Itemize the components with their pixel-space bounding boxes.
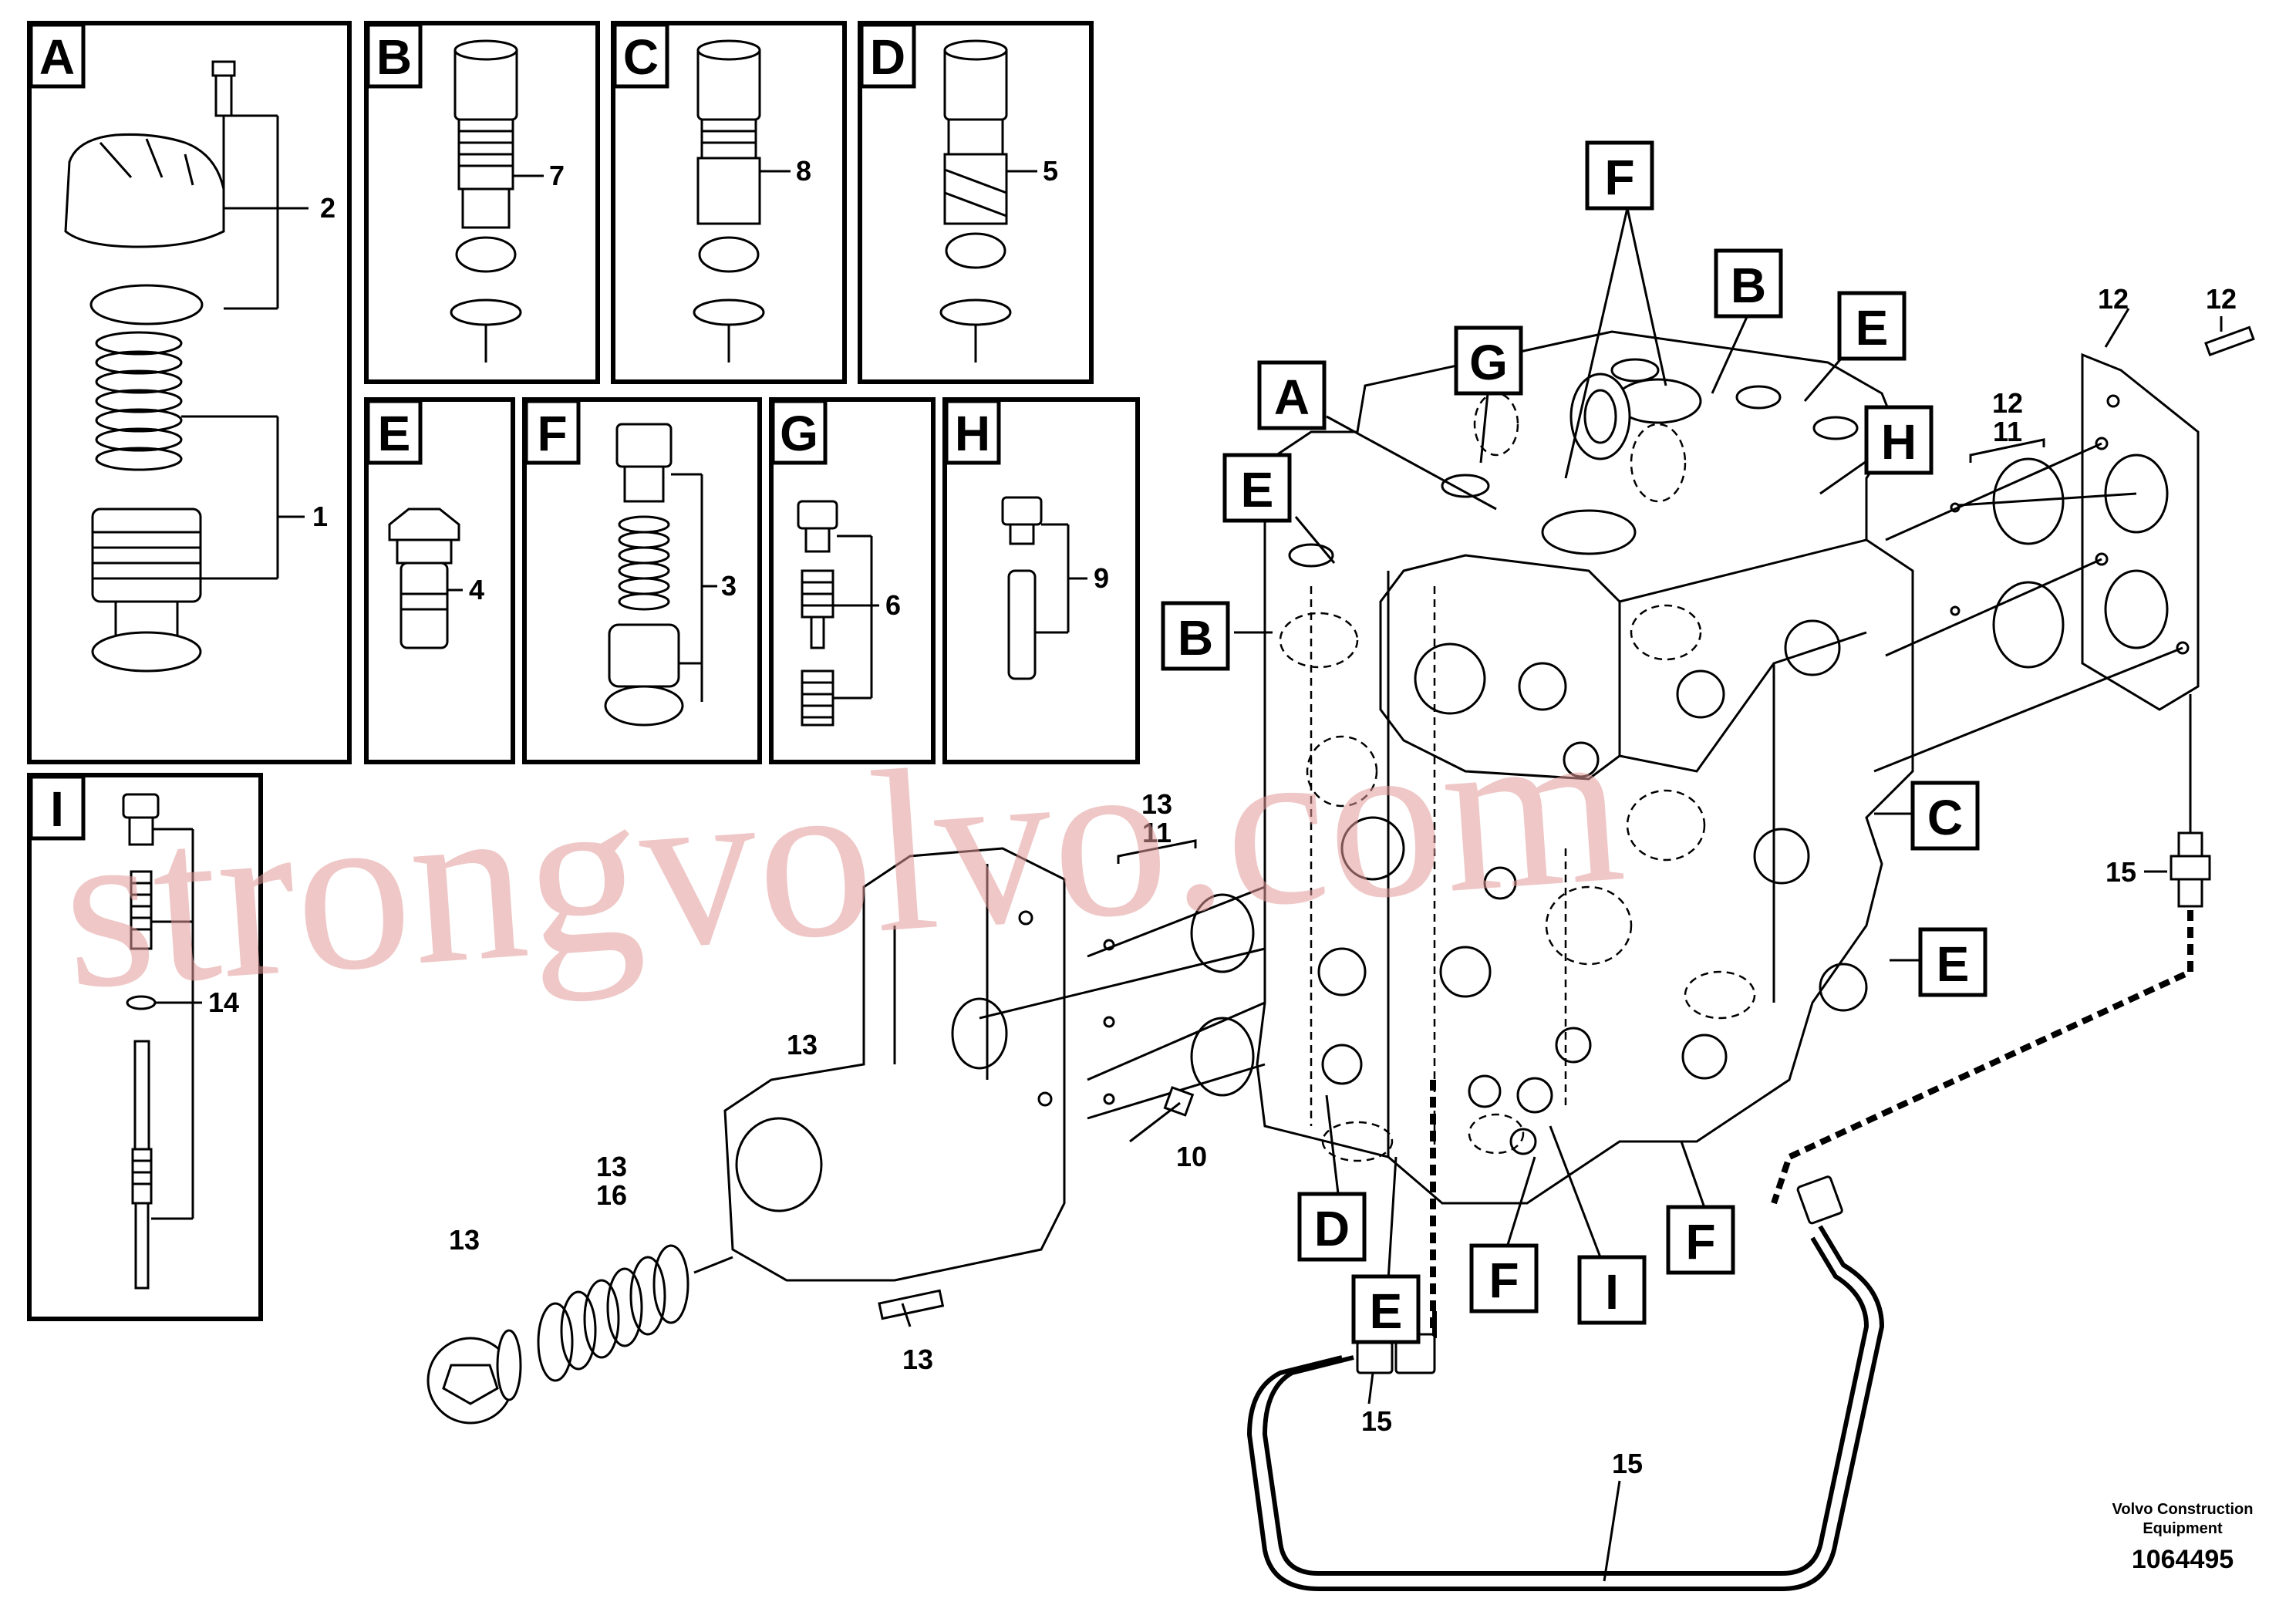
num-13-gasket: 13 xyxy=(1141,788,1172,820)
num-12-bolt: 12 xyxy=(2206,283,2237,315)
main-tag-c: C xyxy=(1927,790,1963,845)
num-15-right-fitting: 15 xyxy=(2106,856,2136,888)
num-13-spring: 13 xyxy=(596,1151,627,1182)
main-tag-e-right: E xyxy=(1937,936,1970,992)
main-tag-i: I xyxy=(1605,1264,1619,1320)
panel-a: A 2 1 xyxy=(27,21,352,764)
panel-i-num-14: 14 xyxy=(208,986,239,1018)
num-12-plate: 12 xyxy=(2098,283,2129,315)
main-tag-f-bottom-right: F xyxy=(1685,1214,1715,1270)
panel-g-num-6: 6 xyxy=(885,589,901,621)
num-12-gasket: 12 xyxy=(1992,387,2023,419)
panel-a-num-1: 1 xyxy=(312,501,328,532)
panel-a-num-2: 2 xyxy=(320,192,335,224)
drawing-number: 1064495 xyxy=(2132,1545,2234,1574)
main-tag-f-bottom-left: F xyxy=(1489,1253,1519,1308)
panel-c-tag: C xyxy=(623,29,659,85)
panel-i: I 14 xyxy=(27,773,263,1321)
panel-g-tag: G xyxy=(780,406,818,461)
main-tag-h: H xyxy=(1881,414,1917,470)
footer-company-line2: Equipment xyxy=(2143,1520,2223,1537)
num-16: 16 xyxy=(596,1179,627,1211)
panel-b-tag: B xyxy=(376,29,412,85)
panel-e-tag: E xyxy=(378,406,411,461)
panel-b: B 7 xyxy=(364,21,600,384)
panel-d: D 5 xyxy=(858,21,1094,384)
panel-f-tag: F xyxy=(537,406,567,461)
panel-h-num-9: 9 xyxy=(1094,562,1109,594)
num-15-left-fitting: 15 xyxy=(1361,1405,1392,1437)
leader-lines xyxy=(901,207,2223,1582)
panel-f: F 3 xyxy=(522,397,762,764)
main-tag-e-top: E xyxy=(1856,300,1889,356)
panel-e-num-4: 4 xyxy=(469,574,484,605)
panel-a-tag: A xyxy=(39,29,75,85)
num-10: 10 xyxy=(1176,1141,1207,1172)
panel-d-tag: D xyxy=(870,29,905,85)
num-15-hose: 15 xyxy=(1612,1448,1643,1479)
main-tag-d: D xyxy=(1314,1201,1350,1256)
num-13-bolt: 13 xyxy=(902,1344,933,1375)
num-11-left: 11 xyxy=(1142,817,1172,848)
main-tag-e-bottom: E xyxy=(1370,1283,1403,1339)
num-13-plug: 13 xyxy=(449,1224,480,1256)
panel-c-num-8: 8 xyxy=(796,155,811,187)
panel-e: E 4 xyxy=(364,397,515,764)
main-tag-g: G xyxy=(1469,335,1508,390)
panel-h: H 9 xyxy=(942,397,1140,764)
panel-d-num-5: 5 xyxy=(1043,155,1058,187)
panel-i-tag: I xyxy=(50,781,64,837)
main-tag-f-top: F xyxy=(1604,150,1634,205)
main-tag-b-left: B xyxy=(1178,610,1213,666)
num-13-cover: 13 xyxy=(787,1029,818,1061)
main-tag-b-top: B xyxy=(1731,258,1766,313)
panel-c: C 8 xyxy=(611,21,847,384)
panel-g: G 6 xyxy=(769,397,936,764)
main-tags: F B E G A H E B C E D E F I F xyxy=(1161,140,1988,1344)
main-valve-assembly xyxy=(426,325,2255,1591)
footer-company-line1: Volvo Construction xyxy=(2112,1501,2254,1518)
main-tag-e-left: E xyxy=(1241,462,1274,518)
panel-f-num-3: 3 xyxy=(721,570,737,602)
panel-b-num-7: 7 xyxy=(549,160,565,191)
main-tag-a: A xyxy=(1274,369,1310,425)
main-numbers: 12 12 12 11 13 11 15 13 10 13 16 13 13 1… xyxy=(449,283,2237,1479)
num-11-right: 11 xyxy=(1993,416,2022,447)
panel-h-tag: H xyxy=(955,406,990,461)
